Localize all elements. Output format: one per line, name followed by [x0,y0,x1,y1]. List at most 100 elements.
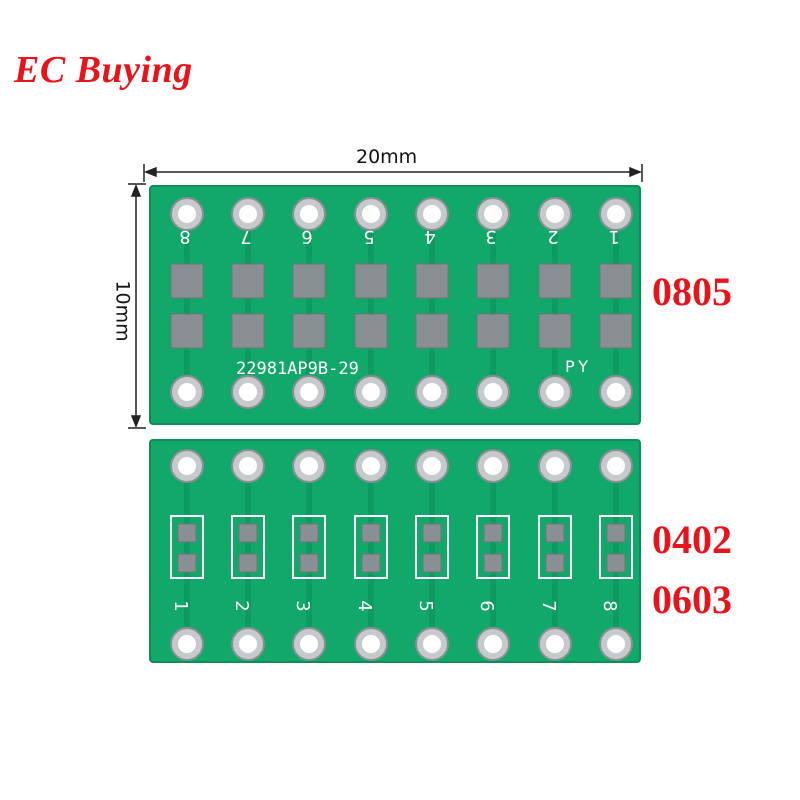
smd-pad [170,313,204,349]
pin-number-label: 3 [292,600,313,611]
bottom-through-hole [231,449,265,483]
bottom-through-hole [599,627,633,661]
bottom-through-hole [170,449,204,483]
smd-pad [354,263,388,299]
smd-pad [476,263,510,299]
top-through-hole [170,197,204,231]
silkscreen-outline [415,515,449,579]
bottom-through-hole [292,627,326,661]
bottom-through-hole [538,449,572,483]
smd-pad [483,553,503,573]
silkscreen-outline [538,515,572,579]
smd-pad [177,553,197,573]
smd-pad [422,523,442,543]
top-through-hole [170,375,204,409]
top-through-hole [415,197,449,231]
pin-number-label: 4 [424,226,435,247]
smd-pad [545,523,565,543]
top-through-hole [538,197,572,231]
pin-number-label: 5 [363,226,374,247]
smd-pad [292,263,326,299]
bottom-through-hole [231,627,265,661]
pin-number-label: 7 [240,226,251,247]
top-through-hole [231,375,265,409]
top-through-hole [599,375,633,409]
smd-pad [599,313,633,349]
pin-number-label: 6 [301,226,312,247]
smd-pad [354,313,388,349]
height-dimension-arrow [128,183,146,429]
bottom-through-hole [476,449,510,483]
brand-logo: EC Buying [14,49,193,91]
pin-number-label: 4 [354,600,375,611]
smd-pad [538,313,572,349]
pin-number-label: 5 [415,600,436,611]
bottom-through-hole [415,627,449,661]
size-label-0805: 0805 [652,269,732,314]
pin-number-label: 6 [476,600,497,611]
top-through-hole [231,197,265,231]
silkscreen-outline [599,515,633,579]
smd-pad [599,263,633,299]
smd-pad [361,553,381,573]
smd-pad [231,263,265,299]
smd-pad [238,553,258,573]
smd-pad [231,313,265,349]
top-through-hole [476,197,510,231]
pin-number-label: 3 [485,226,496,247]
smd-pad [292,313,326,349]
smd-pad [299,553,319,573]
silkscreen-outline [476,515,510,579]
smd-pad [538,263,572,299]
pin-number-label: 2 [547,226,558,247]
top-through-hole [476,375,510,409]
bottom-through-hole [599,449,633,483]
bottom-through-hole [354,449,388,483]
smd-pad [476,313,510,349]
bottom-through-hole [538,627,572,661]
pin-number-label: 1 [170,600,191,611]
pin-number-label: 1 [608,226,619,247]
silkscreen-mark: PY [565,357,592,376]
bottom-through-hole [476,627,510,661]
size-label-0603: 0603 [652,577,732,622]
pin-number-label: 8 [599,600,620,611]
smd-pad [170,263,204,299]
size-label-0402: 0402 [652,517,732,562]
pin-number-label: 7 [538,600,559,611]
smd-pad [606,523,626,543]
bottom-through-hole [292,449,326,483]
smd-pad [415,263,449,299]
silkscreen-outline [292,515,326,579]
smd-pad [606,553,626,573]
smd-pad [361,523,381,543]
smd-pad [422,553,442,573]
pcb-board-top: 8 7 6 5 4 3 2 1 22981AP9B-29 PY [149,185,641,425]
silkscreen-outline [354,515,388,579]
smd-pad [415,313,449,349]
silkscreen-code: 22981AP9B-29 [236,359,359,379]
top-through-hole [599,197,633,231]
smd-pad [545,553,565,573]
top-through-hole [415,375,449,409]
pin-number-label: 2 [231,600,252,611]
top-through-hole [354,197,388,231]
top-through-hole [292,197,326,231]
smd-pad [483,523,503,543]
top-through-hole [538,375,572,409]
bottom-through-hole [170,627,204,661]
top-through-hole [292,375,326,409]
smd-pad [177,523,197,543]
silkscreen-outline [231,515,265,579]
top-through-hole [354,375,388,409]
pin-number-label: 8 [179,226,190,247]
pcb-board-bottom: 1 2 3 4 5 6 7 8 [149,439,641,663]
silkscreen-outline [170,515,204,579]
smd-pad [299,523,319,543]
smd-pad [238,523,258,543]
bottom-through-hole [415,449,449,483]
bottom-through-hole [354,627,388,661]
width-dimension-label: 20mm [356,146,418,168]
width-dimension-arrow [143,164,643,182]
